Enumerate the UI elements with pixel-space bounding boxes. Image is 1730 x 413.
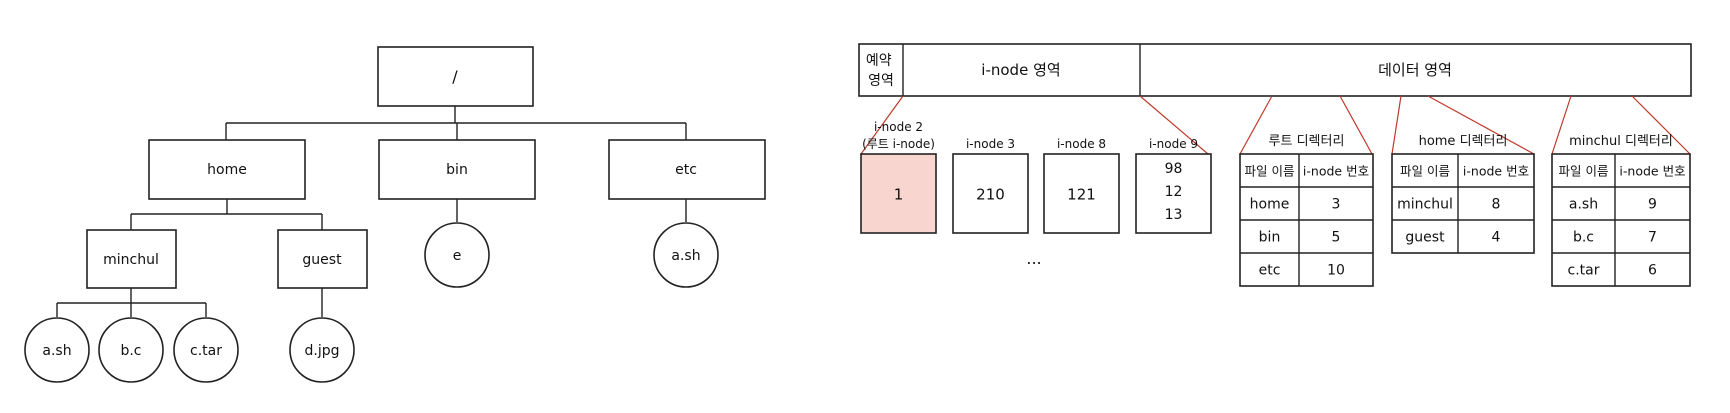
table-cell: guest [1405, 230, 1445, 246]
tree-node-etc: etc [608, 139, 766, 200]
tree-node-bin: bin [378, 139, 536, 200]
inode-label: i-node 2 [874, 120, 923, 134]
inode-value: 13 [1165, 207, 1183, 223]
zoom-connectors [860, 95, 1691, 155]
file-etc-ash-label: a.sh [671, 248, 700, 264]
inode-block: i-node 2 (루트 i-node) 1 [860, 120, 937, 234]
inode-block: i-node 8 121 [1043, 137, 1120, 234]
directory-tree: / home bin etc minchul guest e a.sh [24, 46, 766, 383]
table-cell: 7 [1648, 230, 1657, 246]
table-header-cell: i-node 번호 [1303, 164, 1369, 179]
table-header-cell: i-node 번호 [1619, 164, 1685, 179]
ellipsis: ... [1026, 249, 1041, 268]
inode-value: 12 [1165, 184, 1183, 200]
inode-label: i-node 9 [1149, 137, 1198, 151]
tree-file-guest-djpg: d.jpg [289, 317, 355, 383]
table-cell: 6 [1648, 263, 1657, 279]
table-cell: c.tar [1568, 263, 1600, 279]
table-cell: 3 [1332, 197, 1341, 213]
inode-label: i-node 3 [966, 137, 1015, 151]
inode-box [860, 153, 937, 234]
directory-table-title: minchul 디렉터리 [1569, 134, 1673, 149]
reserved-line-1: 예약 [866, 53, 892, 69]
tree-connectors [56, 106, 687, 317]
table-cell: b.c [1573, 230, 1594, 246]
inode-area-label: i-node 영역 [981, 61, 1060, 79]
file-bc-label: b.c [120, 343, 141, 359]
file-e-label: e [453, 248, 462, 264]
tree-file-etc-ash: a.sh [653, 222, 719, 288]
inode-block: i-node 9 98 12 13 [1135, 137, 1212, 234]
table-header-cell: 파일 이름 [1559, 164, 1609, 179]
file-ash-label: a.sh [42, 343, 71, 359]
inode-value: 210 [976, 186, 1005, 204]
table-cell: 4 [1492, 230, 1501, 246]
tree-node-home: home [148, 139, 306, 200]
data-area-label: 데이터 영역 [1378, 61, 1452, 79]
table-cell: 9 [1648, 197, 1657, 213]
file-ctar-label: c.tar [190, 343, 222, 359]
disk-layout: 예약 영역 i-node 영역 데이터 영역 i-node 2 (루트 i-nod… [858, 43, 1692, 287]
inode-sublabel: (루트 i-node) [862, 137, 935, 151]
tree-file-minchul-ash: a.sh [24, 317, 90, 383]
table-cell: minchul [1397, 197, 1453, 213]
tree-node-minchul: minchul [86, 229, 177, 289]
inode-value: 121 [1067, 186, 1096, 204]
table-cell: 5 [1332, 230, 1341, 246]
inode-box [952, 153, 1029, 234]
root-label: / [452, 67, 458, 86]
file-djpg-label: d.jpg [305, 343, 340, 359]
table-frame [1391, 153, 1535, 254]
inode-value: 1 [894, 186, 904, 204]
table-cell: home [1250, 197, 1290, 213]
directory-table-title: home 디렉터리 [1419, 134, 1508, 149]
home-label: home [207, 162, 247, 178]
guest-label: guest [302, 252, 342, 268]
inode-box [1135, 153, 1212, 234]
etc-label: etc [675, 162, 697, 178]
table-cell: etc [1259, 263, 1281, 279]
tree-node-guest: guest [277, 229, 368, 289]
minchul-label: minchul [103, 252, 159, 268]
tree-file-minchul-bc: b.c [98, 317, 164, 383]
bin-label: bin [446, 162, 468, 178]
inode-box [1043, 153, 1120, 234]
directory-table-title: 루트 디렉터리 [1269, 134, 1345, 149]
tree-node-root: / [377, 46, 534, 107]
inode-value: 98 [1165, 161, 1183, 177]
reserved-area-label: 예약 영역 [866, 53, 896, 89]
table-cell: 10 [1327, 263, 1345, 279]
tree-file-e: e [424, 222, 490, 288]
table-cell: bin [1259, 230, 1281, 246]
inode-label: i-node 8 [1057, 137, 1106, 151]
table-cell: a.sh [1569, 197, 1598, 213]
table-header-cell: 파일 이름 [1400, 164, 1450, 179]
inode-block: i-node 3 210 [952, 137, 1029, 234]
tree-file-minchul-ctar: c.tar [173, 317, 239, 383]
table-cell: 8 [1492, 197, 1501, 213]
table-header-cell: i-node 번호 [1463, 164, 1529, 179]
inode-blocks: i-node 2 (루트 i-node) 1 i-node 3 210 i-node 8 1… [860, 120, 1212, 234]
table-header-cell: 파일 이름 [1245, 164, 1295, 179]
reserved-line-2: 영역 [868, 73, 894, 89]
